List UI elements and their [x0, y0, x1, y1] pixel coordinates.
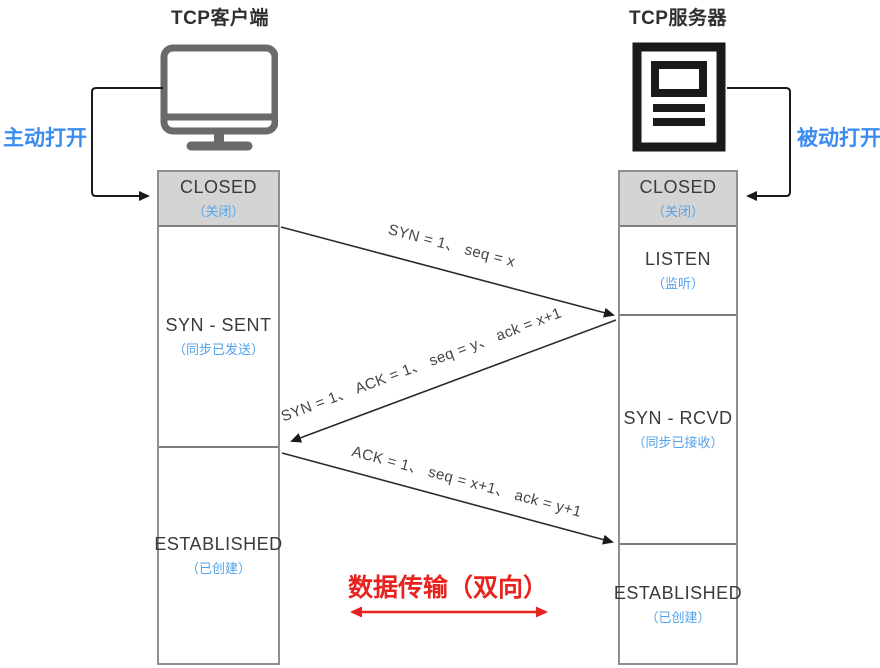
client-state-column: CLOSED （关闭） SYN - SENT （同步已发送） ESTABLISH…	[154, 170, 282, 665]
client-state-established: ESTABLISHED （已创建）	[154, 448, 282, 663]
passive-open-label: 被动打开	[797, 127, 880, 150]
client-state-closed: CLOSED （关闭）	[159, 172, 278, 227]
syn-ack-arrow	[290, 319, 617, 443]
state-name: CLOSED	[639, 177, 717, 197]
state-name: ESTABLISHED	[613, 582, 743, 603]
server-state-column: CLOSED （关闭） LISTEN （监听） SYN - RCVD （同步已接…	[614, 170, 742, 665]
syn-message-label: SYN = 1、 seq = x	[386, 221, 518, 271]
state-subtitle: （关闭）	[651, 204, 704, 219]
state-subtitle: （监听）	[651, 276, 704, 291]
active-open-connector	[91, 87, 163, 201]
server-state-closed: CLOSED （关闭）	[620, 172, 736, 227]
state-subtitle: （同步已发送）	[172, 342, 264, 357]
client-state-syn-sent: SYN - SENT （同步已发送）	[159, 227, 278, 448]
state-subtitle: （已创建）	[645, 609, 711, 625]
server-title: TCP服务器	[628, 8, 727, 29]
document-icon	[632, 42, 726, 157]
state-name: SYN - RCVD	[623, 408, 733, 428]
server-state-listen: LISTEN （监听）	[620, 227, 736, 316]
server-state-established: ESTABLISHED （已创建）	[614, 545, 742, 663]
ack-message-label: ACK = 1、 seq = x+1、 ack = y+1	[350, 443, 584, 521]
state-name: ESTABLISHED	[154, 534, 283, 554]
data-transfer-label: 数据传输（双向）	[347, 574, 549, 602]
server-state-syn-rcvd: SYN - RCVD （同步已接收）	[620, 316, 736, 545]
state-subtitle: （关闭）	[192, 204, 245, 219]
state-name: SYN - SENT	[165, 315, 272, 335]
syn-ack-message-label: SYN = 1、 ACK = 1、 seq = y、 ack = x+1	[278, 304, 564, 426]
state-subtitle: （已创建）	[185, 561, 251, 576]
active-open-label: 主动打开	[3, 127, 87, 150]
state-subtitle: （同步已接收）	[632, 435, 724, 450]
client-title: TCP客户端	[170, 8, 269, 29]
state-name: LISTEN	[644, 249, 712, 269]
monitor-icon	[158, 44, 279, 157]
state-name: CLOSED	[179, 177, 258, 197]
